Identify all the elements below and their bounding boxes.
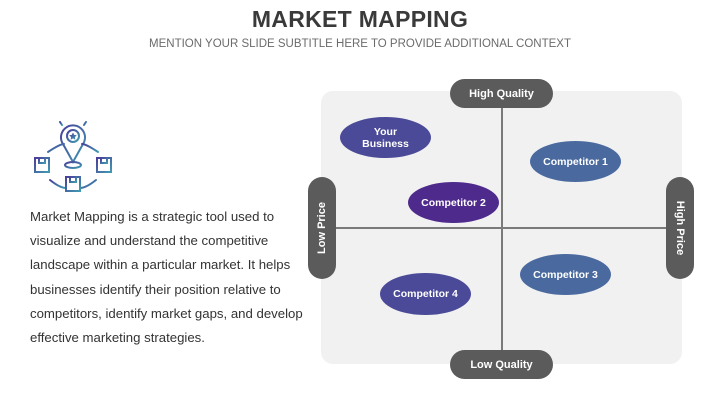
entity-competitor-4: Competitor 4 (380, 273, 471, 315)
page-subtitle: MENTION YOUR SLIDE SUBTITLE HERE TO PROV… (149, 38, 571, 50)
axis-label-high-price: High Price (666, 177, 694, 279)
axis-label-text: High Quality (469, 87, 534, 100)
location-pin-boxes-icon (30, 114, 116, 196)
axis-label-low-quality: Low Quality (450, 350, 553, 379)
entity-competitor-1: Competitor 1 (530, 141, 621, 182)
quality-axis-line (501, 105, 503, 357)
axis-label-high-quality: High Quality (450, 79, 553, 108)
axis-label-low-price: Low Price (308, 177, 336, 279)
entity-label: Competitor 4 (393, 288, 458, 300)
axis-label-text: Low Quality (470, 358, 533, 371)
entity-competitor-3: Competitor 3 (520, 254, 611, 295)
page-title: MARKET MAPPING (251, 6, 469, 32)
price-axis-line (330, 227, 685, 229)
description-text: Market Mapping is a strategic tool used … (30, 209, 303, 346)
entity-label: Your Business (362, 125, 409, 150)
axis-label-text: High Price (674, 200, 686, 256)
entity-competitor-2: Competitor 2 (408, 182, 499, 223)
entity-label: Competitor 3 (533, 268, 598, 281)
entity-label: Competitor 1 (543, 155, 608, 168)
axis-label-text: Low Price (316, 202, 328, 254)
entity-your-business: Your Business (340, 117, 431, 158)
entity-label: Competitor 2 (421, 196, 486, 209)
